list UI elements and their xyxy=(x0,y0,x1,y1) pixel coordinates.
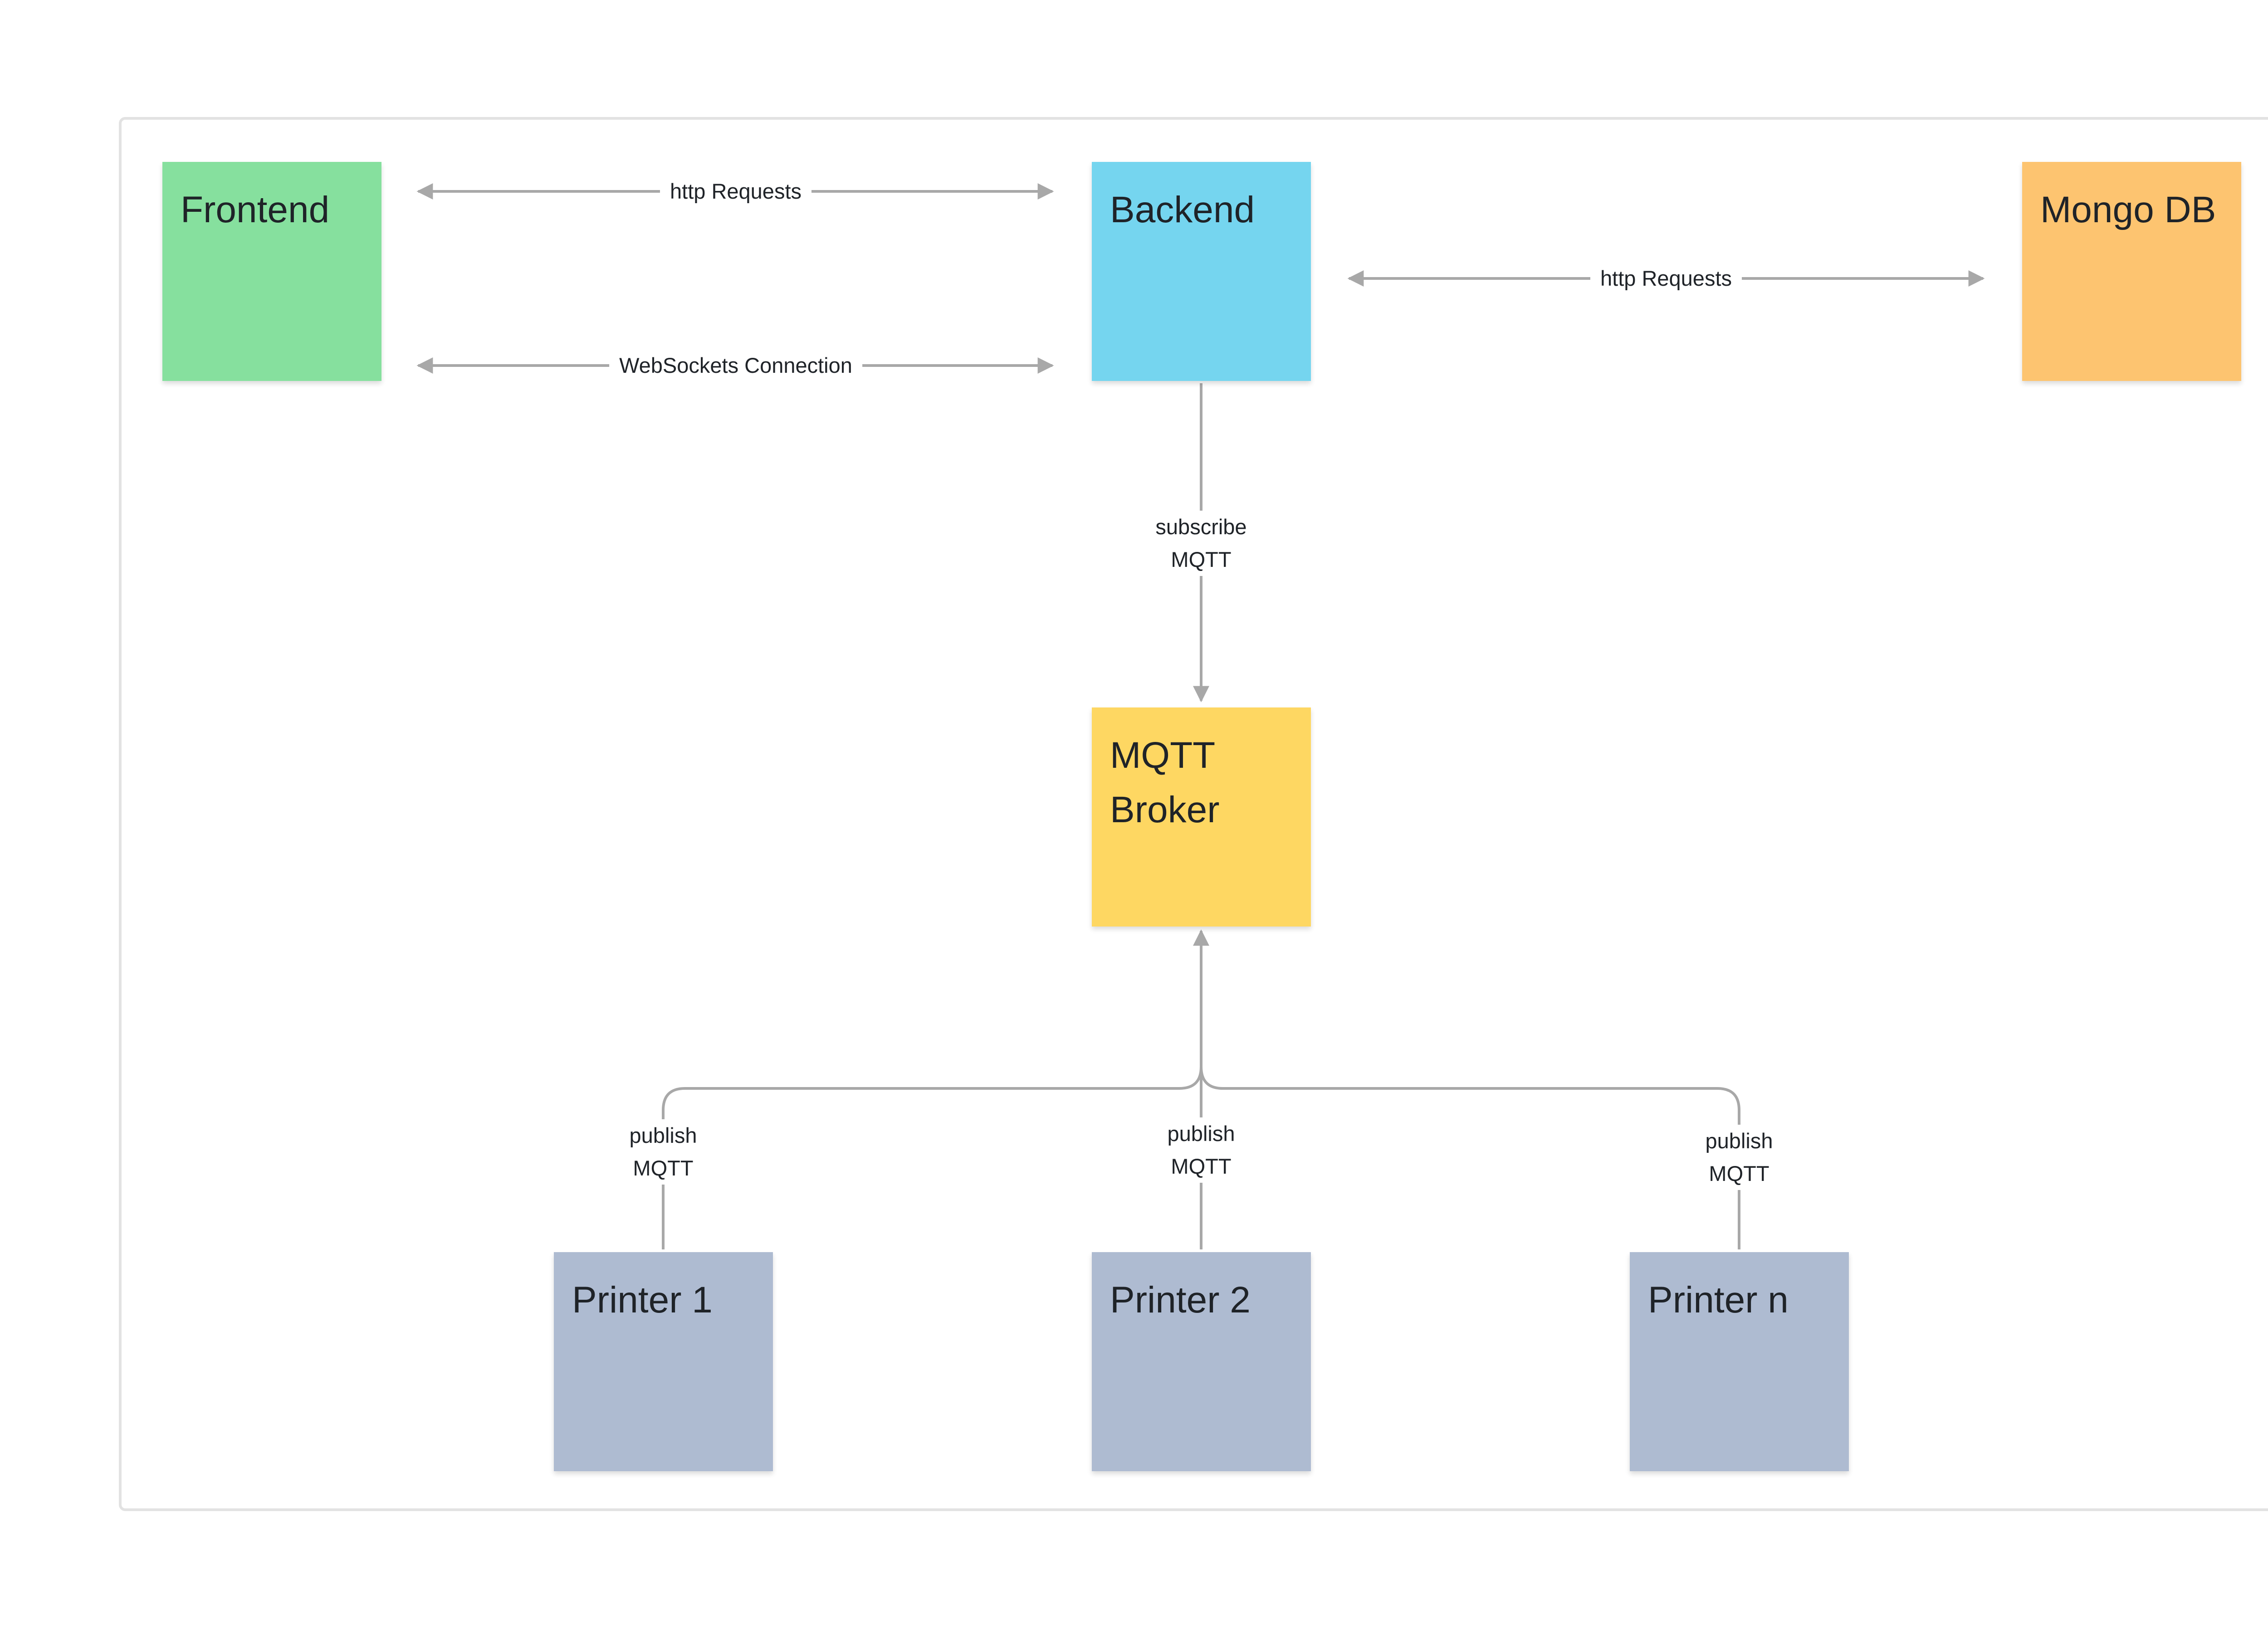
printer-2-broker-label-line2: MQTT xyxy=(1171,1154,1232,1178)
printer-n-broker-connector[interactable] xyxy=(1200,1066,1740,1249)
printer-n-node[interactable]: Printer n xyxy=(1630,1252,1849,1471)
mongodb-node[interactable]: Mongo DB xyxy=(2022,162,2241,381)
backend-broker-label-line2: MQTT xyxy=(1171,547,1232,571)
printer-n-broker-label-line2: MQTT xyxy=(1709,1161,1769,1185)
frontend-backend-ws-label: WebSockets Connection xyxy=(609,349,862,382)
backend-mongodb-http-text: http Requests xyxy=(1600,266,1732,290)
printer-n-broker-label: publish MQTT xyxy=(1695,1125,1783,1190)
frontend-backend-http-text: http Requests xyxy=(670,179,802,203)
frontend-label: Frontend xyxy=(181,189,330,230)
frontend-backend-http-label: http Requests xyxy=(660,175,812,208)
backend-broker-label-line1: subscribe xyxy=(1155,515,1247,539)
backend-broker-label: subscribe MQTT xyxy=(1145,511,1257,576)
mqtt-broker-label-line1: MQTT xyxy=(1110,735,1216,776)
printer-1-broker-label-line1: publish xyxy=(629,1123,697,1147)
printer-1-broker-label-line2: MQTT xyxy=(633,1156,694,1180)
backend-label: Backend xyxy=(1110,189,1255,230)
diagram-frame xyxy=(119,117,2268,1511)
mqtt-broker-node[interactable]: MQTT Broker xyxy=(1092,707,1311,927)
printer-n-label: Printer n xyxy=(1648,1279,1789,1321)
printer-2-node[interactable]: Printer 2 xyxy=(1092,1252,1311,1471)
printer-2-broker-label-line1: publish xyxy=(1167,1122,1235,1146)
printer-n-broker-label-line1: publish xyxy=(1705,1129,1773,1153)
frontend-backend-ws-text: WebSockets Connection xyxy=(619,353,852,377)
printer-1-label: Printer 1 xyxy=(572,1279,713,1321)
mongodb-label: Mongo DB xyxy=(2040,189,2216,230)
printer-1-broker-connector[interactable] xyxy=(662,1066,1202,1249)
printer-1-node[interactable]: Printer 1 xyxy=(554,1252,773,1471)
frontend-node[interactable]: Frontend xyxy=(162,162,381,381)
mqtt-broker-label-line2: Broker xyxy=(1110,789,1220,830)
printer-2-broker-label: publish MQTT xyxy=(1157,1117,1245,1183)
backend-mongodb-http-label: http Requests xyxy=(1590,262,1742,295)
printer-1-broker-label: publish MQTT xyxy=(619,1119,707,1185)
backend-node[interactable]: Backend xyxy=(1092,162,1311,381)
printer-2-label: Printer 2 xyxy=(1110,1279,1251,1321)
